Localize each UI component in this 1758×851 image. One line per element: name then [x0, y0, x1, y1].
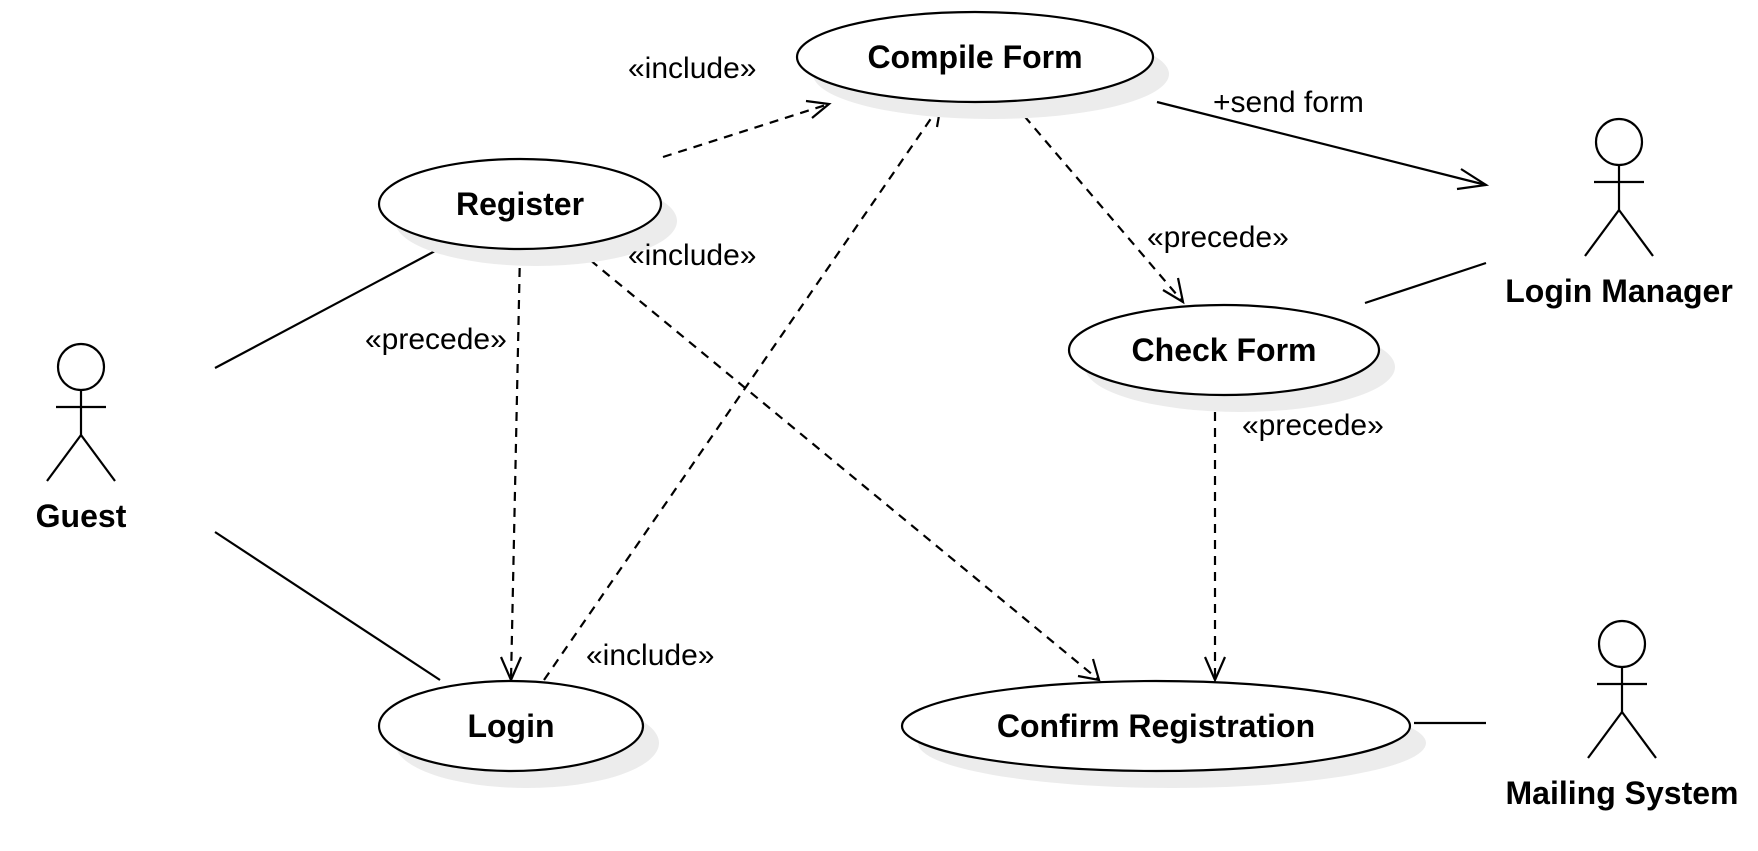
actor-label: Guest [36, 498, 127, 534]
dependency-compile-check-form [1013, 103, 1185, 305]
use-case-login[interactable]: Login [377, 679, 659, 788]
use-case-compile-form[interactable]: Compile Form [795, 10, 1169, 119]
relation-label-include: «include» [586, 639, 714, 672]
actor-mailing-system: Mailing System [1506, 619, 1739, 811]
association-guest-login [214, 531, 441, 681]
stick-figure-icon [46, 342, 116, 482]
use-case-check-form[interactable]: Check Form [1067, 303, 1395, 412]
association-manager-check-form [1364, 261, 1487, 305]
dependency-register-confirm-registration [577, 249, 1101, 682]
association-send-form [1156, 100, 1490, 191]
use-case-label: Check Form [1132, 332, 1317, 368]
use-case-register[interactable]: Register [377, 157, 677, 266]
stick-figure-icon [1587, 619, 1657, 759]
stick-figure-icon [1584, 117, 1654, 257]
relation-label-include: «include» [628, 239, 756, 272]
relation-label-precede: «precede» [365, 323, 507, 356]
relation-label-send-form: +send form [1213, 86, 1364, 119]
relation-label-precede: «precede» [1242, 409, 1384, 442]
use-case-label: Login [467, 708, 554, 744]
use-case-label: Confirm Registration [997, 708, 1315, 744]
actor-login-manager: Login Manager [1505, 117, 1733, 309]
relation-label-include: «include» [628, 52, 756, 85]
association-guest-register [214, 250, 436, 369]
relation-label-precede: «precede» [1147, 221, 1289, 254]
use-case-confirm-registration[interactable]: Confirm Registration [900, 679, 1426, 788]
use-case-label: Compile Form [867, 39, 1082, 75]
actor-guest: Guest [36, 342, 127, 534]
use-case-label: Register [456, 186, 584, 222]
actor-label: Login Manager [1505, 273, 1733, 309]
dependency-check-confirm-registration [1203, 396, 1227, 683]
dependency-register-login [499, 251, 523, 683]
actor-label: Mailing System [1506, 775, 1739, 811]
dependency-register-compile-form [662, 99, 832, 159]
